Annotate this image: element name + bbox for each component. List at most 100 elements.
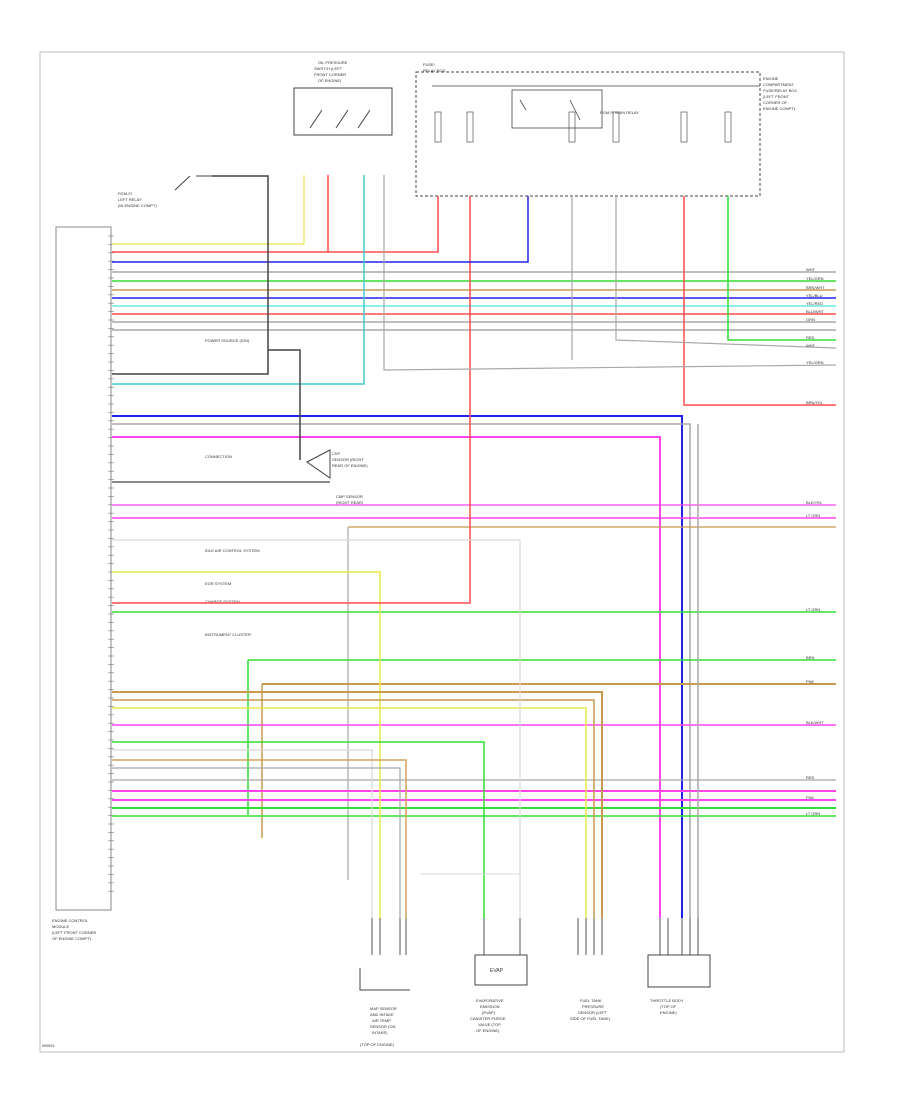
ckp-sensor: CKP SENSOR (RIGHT REAR OF ENGINE) CMP SE… — [306, 449, 368, 505]
svg-text:SIDE OF FUEL TANK): SIDE OF FUEL TANK) — [570, 1016, 611, 1021]
svg-text:IDLE AIR CONTROL SYSTEM: IDLE AIR CONTROL SYSTEM — [205, 548, 260, 553]
fuse-icon — [612, 111, 620, 143]
wire-green-evap — [112, 741, 485, 918]
svg-text:SENSOR (ON: SENSOR (ON — [370, 1024, 395, 1029]
wire-yellow — [112, 571, 381, 918]
svg-text:(EVAP): (EVAP) — [482, 1010, 496, 1015]
svg-text:(LEFT FRONT: (LEFT FRONT — [763, 94, 789, 99]
svg-text:COMPARTMENT: COMPARTMENT — [763, 82, 795, 87]
fuse-icon — [680, 111, 688, 143]
wire-blue-top — [112, 196, 529, 263]
svg-text:OF ENGINE): OF ENGINE) — [476, 1028, 500, 1033]
throttle-body: THROTTLE BODY (TOP OF ENGINE) — [647, 954, 711, 1015]
fuse-icon — [568, 111, 576, 143]
wire-pink-main — [112, 436, 661, 918]
wire-color-label: LT GRN — [806, 811, 820, 816]
svg-text:THROTTLE BODY: THROTTLE BODY — [650, 998, 684, 1003]
wire-yellow-top — [112, 175, 305, 245]
svg-text:CORNER OF: CORNER OF — [763, 100, 788, 105]
svg-text:SENSOR (RIGHT: SENSOR (RIGHT — [332, 457, 364, 462]
wire-cyan — [112, 175, 365, 385]
wire-gray-fuse2 — [615, 196, 837, 349]
wire-orange — [112, 759, 407, 918]
svg-text:SENSOR (LEFT: SENSOR (LEFT — [578, 1010, 608, 1015]
svg-text:RELAY BOX: RELAY BOX — [423, 68, 446, 73]
wire-color-label: BLU/WHT — [806, 309, 825, 314]
fuse-icon — [434, 111, 442, 143]
svg-text:FRONT CORNER: FRONT CORNER — [314, 72, 346, 77]
map-sensor: MAP SENSOR AND INTAKE AIR TEMP SENSOR (O… — [359, 968, 410, 1047]
svg-text:PRESSURE: PRESSURE — [582, 1004, 604, 1009]
wire-color-label: YEL/GRN — [806, 360, 824, 365]
wire-wht-vert — [112, 539, 521, 918]
svg-text:VALVE (TOP: VALVE (TOP — [478, 1022, 501, 1027]
wire-white — [112, 749, 373, 918]
svg-text:REAR OF ENGINE): REAR OF ENGINE) — [332, 463, 368, 468]
wire-color-label: YEL/RED — [806, 301, 823, 306]
svg-text:AND INTAKE: AND INTAKE — [370, 1012, 394, 1017]
wire-red-mid — [112, 196, 471, 604]
ecm-box — [55, 226, 112, 911]
wire-black2 — [268, 349, 301, 460]
wire-gray2 — [112, 767, 401, 918]
wire-gray-main — [112, 423, 691, 918]
wire-red-right — [683, 196, 836, 406]
fuse-relay-box: FUSE/ RELAY BOX ENGINE COMPARTMENT FUSE/… — [415, 62, 797, 197]
svg-text:CKP: CKP — [332, 451, 341, 456]
wire-brown3 — [112, 699, 595, 918]
svg-text:(TOP OF: (TOP OF — [660, 1004, 677, 1009]
svg-text:EMISSION: EMISSION — [480, 1004, 500, 1009]
fuel-tank-pressure-sensor: FUEL TANK PRESSURE SENSOR (LEFT SIDE OF … — [570, 998, 611, 1021]
svg-text:(LEFT FRONT CORNER: (LEFT FRONT CORNER — [52, 930, 96, 935]
right-edge-wire-labels: WHT YEL/GRN BRN/WHT YEL/BLU YEL/RED BLU/WHT GR… — [806, 267, 825, 816]
ecm-label: ENGINE CONTROL MODULE (LEFT FRONT CORNER… — [52, 918, 96, 941]
wire-color-label: BLK/WHT — [806, 720, 824, 725]
svg-text:CANISTER PURGE: CANISTER PURGE — [470, 1016, 506, 1021]
svg-text:FUSE/RELAY BOX: FUSE/RELAY BOX — [763, 88, 797, 93]
wire-color-label: BRN — [806, 655, 815, 660]
wire-color-label: YEL/GRN — [806, 276, 824, 281]
svg-text:EVAPORATIVE: EVAPORATIVE — [476, 998, 504, 1003]
svg-text:(RIGHT REAR): (RIGHT REAR) — [336, 500, 364, 505]
svg-text:MAP SENSOR: MAP SENSOR — [370, 1006, 397, 1011]
wire-blue-main — [112, 415, 683, 918]
system-notes: POWER SOURCE (IGN) CONNECTION IDLE AIR C… — [205, 338, 260, 637]
wire-color-label: GRN — [806, 317, 815, 322]
wire-gray-oil — [383, 175, 837, 371]
wire-color-label: RED — [806, 775, 815, 780]
oil-pressure-switch: OIL PRESSURE SWITCH (LEFT FRONT CORNER O… — [293, 60, 393, 136]
wire-layer — [112, 175, 837, 955]
svg-text:MODULE: MODULE — [52, 924, 69, 929]
svg-text:OIL PRESSURE: OIL PRESSURE — [318, 60, 348, 65]
svg-text:OF ENGINE COMPT): OF ENGINE COMPT) — [52, 936, 92, 941]
svg-text:FUEL TANK: FUEL TANK — [580, 998, 602, 1003]
svg-text:CHARGE SYSTEM: CHARGE SYSTEM — [205, 599, 240, 604]
wire-color-label: LT GRN — [806, 607, 820, 612]
svg-text:FUSE/: FUSE/ — [423, 62, 436, 67]
fuse-icon — [724, 111, 732, 143]
svg-text:POWER SOURCE (IGN): POWER SOURCE (IGN) — [205, 338, 250, 343]
wire-color-label: YEL/BLU — [806, 293, 823, 298]
svg-text:OF ENGINE): OF ENGINE) — [318, 78, 342, 83]
svg-text:ENGINE CONTROL: ENGINE CONTROL — [52, 918, 89, 923]
wire-color-label: PNK — [806, 795, 815, 800]
svg-text:PGM-FI MAIN RELAY: PGM-FI MAIN RELAY — [600, 110, 639, 115]
svg-text:(TOP OF ENGINE): (TOP OF ENGINE) — [360, 1042, 395, 1047]
svg-text:INTAKE): INTAKE) — [372, 1030, 388, 1035]
ecm-pin-labels — [108, 235, 114, 892]
left-relay-connector: PGM-FI LEFT RELAY (IN ENGINE COMPT) — [118, 175, 212, 208]
svg-text:ENGINE): ENGINE) — [660, 1010, 677, 1015]
evap-purge-valve: EVAP EVAPORATIVE EMISSION (EVAP) CANISTE… — [470, 954, 528, 1033]
page-ref: W0091 — [42, 1043, 55, 1048]
svg-text:EGR SYSTEM: EGR SYSTEM — [205, 581, 231, 586]
svg-text:EVAP: EVAP — [490, 968, 504, 974]
svg-text:LEFT RELAY: LEFT RELAY — [118, 197, 142, 202]
svg-text:PGM-FI: PGM-FI — [118, 191, 132, 196]
svg-text:ENGINE COMPT): ENGINE COMPT) — [763, 106, 796, 111]
wire-color-label: WHT — [806, 267, 816, 272]
diagram-frame — [39, 51, 845, 1053]
wire-color-label: LT GRN — [806, 513, 820, 518]
wire-red-top — [112, 175, 329, 253]
wire-color-label: BRN/WHT — [806, 285, 825, 290]
